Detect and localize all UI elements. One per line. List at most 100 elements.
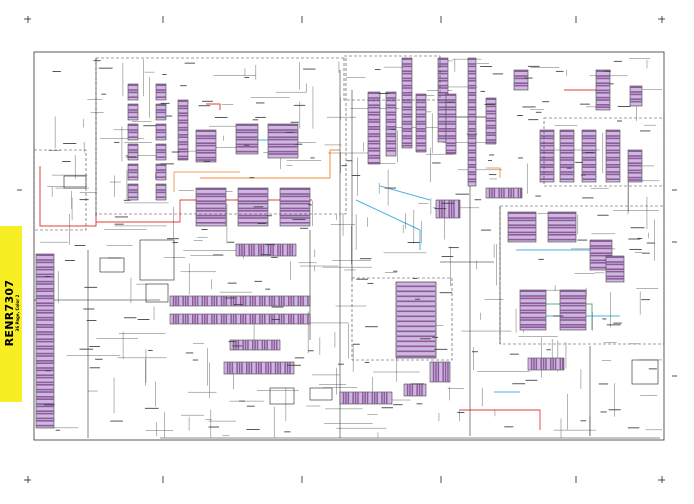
pin-col <box>418 384 421 396</box>
pin-row <box>628 174 642 176</box>
label-tick <box>114 141 120 143</box>
pin-row <box>468 89 476 92</box>
pin-row <box>468 94 476 96</box>
pin-col <box>500 188 503 198</box>
label-tick <box>172 242 178 244</box>
pin-row <box>520 297 546 300</box>
pin-row <box>128 86 138 89</box>
label-tick <box>249 177 255 179</box>
pin-col <box>284 244 286 256</box>
label-tick <box>252 119 259 121</box>
pin-col <box>220 314 223 324</box>
ecm-pin-row <box>397 318 435 320</box>
connector-column <box>127 103 139 121</box>
pin-row <box>268 131 298 134</box>
pin-row <box>446 135 456 137</box>
label-tick <box>566 167 572 169</box>
ecm-pin-row <box>397 333 435 335</box>
pin-col <box>196 296 199 306</box>
pin-col <box>262 244 265 256</box>
label-tick <box>300 227 308 229</box>
document-tab <box>0 226 22 402</box>
connector-column <box>595 69 611 111</box>
label-tick <box>416 403 423 405</box>
crop-marks <box>17 16 677 483</box>
label-tick <box>123 317 137 319</box>
pin-row <box>280 214 310 217</box>
pin-col <box>258 362 260 374</box>
pin-col <box>292 314 295 324</box>
pin-row <box>486 115 496 117</box>
pin-row <box>36 307 54 309</box>
ecm-pin-row <box>397 288 435 290</box>
pin-row <box>368 152 380 154</box>
pin-row <box>128 126 138 129</box>
pin-row <box>128 109 138 111</box>
pin-col <box>286 362 289 374</box>
pin-col <box>177 314 180 324</box>
pin-row <box>386 114 396 116</box>
pin-row <box>196 200 226 202</box>
pin-row <box>402 106 412 108</box>
label-tick <box>639 130 651 132</box>
label-tick <box>455 193 470 195</box>
pin-col <box>294 244 296 256</box>
component-blocks <box>35 57 659 433</box>
pin-row <box>560 316 586 319</box>
pin-row <box>416 135 426 137</box>
pin-col <box>291 244 294 256</box>
pin-row <box>402 123 412 125</box>
pin-col <box>280 314 283 324</box>
pin-row <box>438 132 448 135</box>
dashed-enclosure <box>95 57 347 215</box>
pin-col <box>252 296 254 306</box>
sheet-border <box>33 51 665 441</box>
pin-col <box>265 362 267 374</box>
label-tick <box>609 83 614 85</box>
pin-row <box>590 247 612 250</box>
pin-row <box>36 422 54 424</box>
pin-row <box>196 219 226 222</box>
pin-col <box>409 384 411 396</box>
pin-row <box>196 207 226 210</box>
pin-row <box>540 140 554 142</box>
connector-column <box>559 129 575 183</box>
pin-row <box>178 102 188 105</box>
ecm-pin-row <box>397 290 435 293</box>
pin-row <box>468 152 476 154</box>
pin-col <box>208 314 211 324</box>
pin-row <box>402 137 412 140</box>
pin-col <box>268 340 271 350</box>
pin-col <box>256 314 259 324</box>
pin-col <box>236 362 238 374</box>
pin-row <box>560 156 574 159</box>
pin-col <box>291 362 294 374</box>
pin-row <box>446 128 456 130</box>
pin-row <box>548 217 576 219</box>
pin-col <box>247 340 249 350</box>
pin-row <box>368 154 380 157</box>
pin-row <box>560 130 574 132</box>
pin-row <box>446 94 456 96</box>
pin-col <box>533 358 535 370</box>
label-tick <box>266 215 273 217</box>
connector-strip <box>235 243 297 257</box>
label-tick <box>492 73 504 75</box>
pin-row <box>438 87 448 89</box>
pin-row <box>560 319 586 321</box>
pin-row <box>582 137 596 140</box>
pin-row <box>468 149 476 152</box>
pin-row <box>36 391 54 393</box>
component-symbol <box>269 387 295 405</box>
pin-row <box>446 99 456 101</box>
pin-row <box>468 68 476 70</box>
pin-col <box>206 314 208 324</box>
pin-row <box>156 166 166 169</box>
pin-col <box>240 340 242 350</box>
pin-row <box>386 109 396 111</box>
pin-row <box>514 82 528 84</box>
pin-row <box>368 157 380 159</box>
label-tick <box>602 318 607 320</box>
pin-row <box>438 77 448 80</box>
